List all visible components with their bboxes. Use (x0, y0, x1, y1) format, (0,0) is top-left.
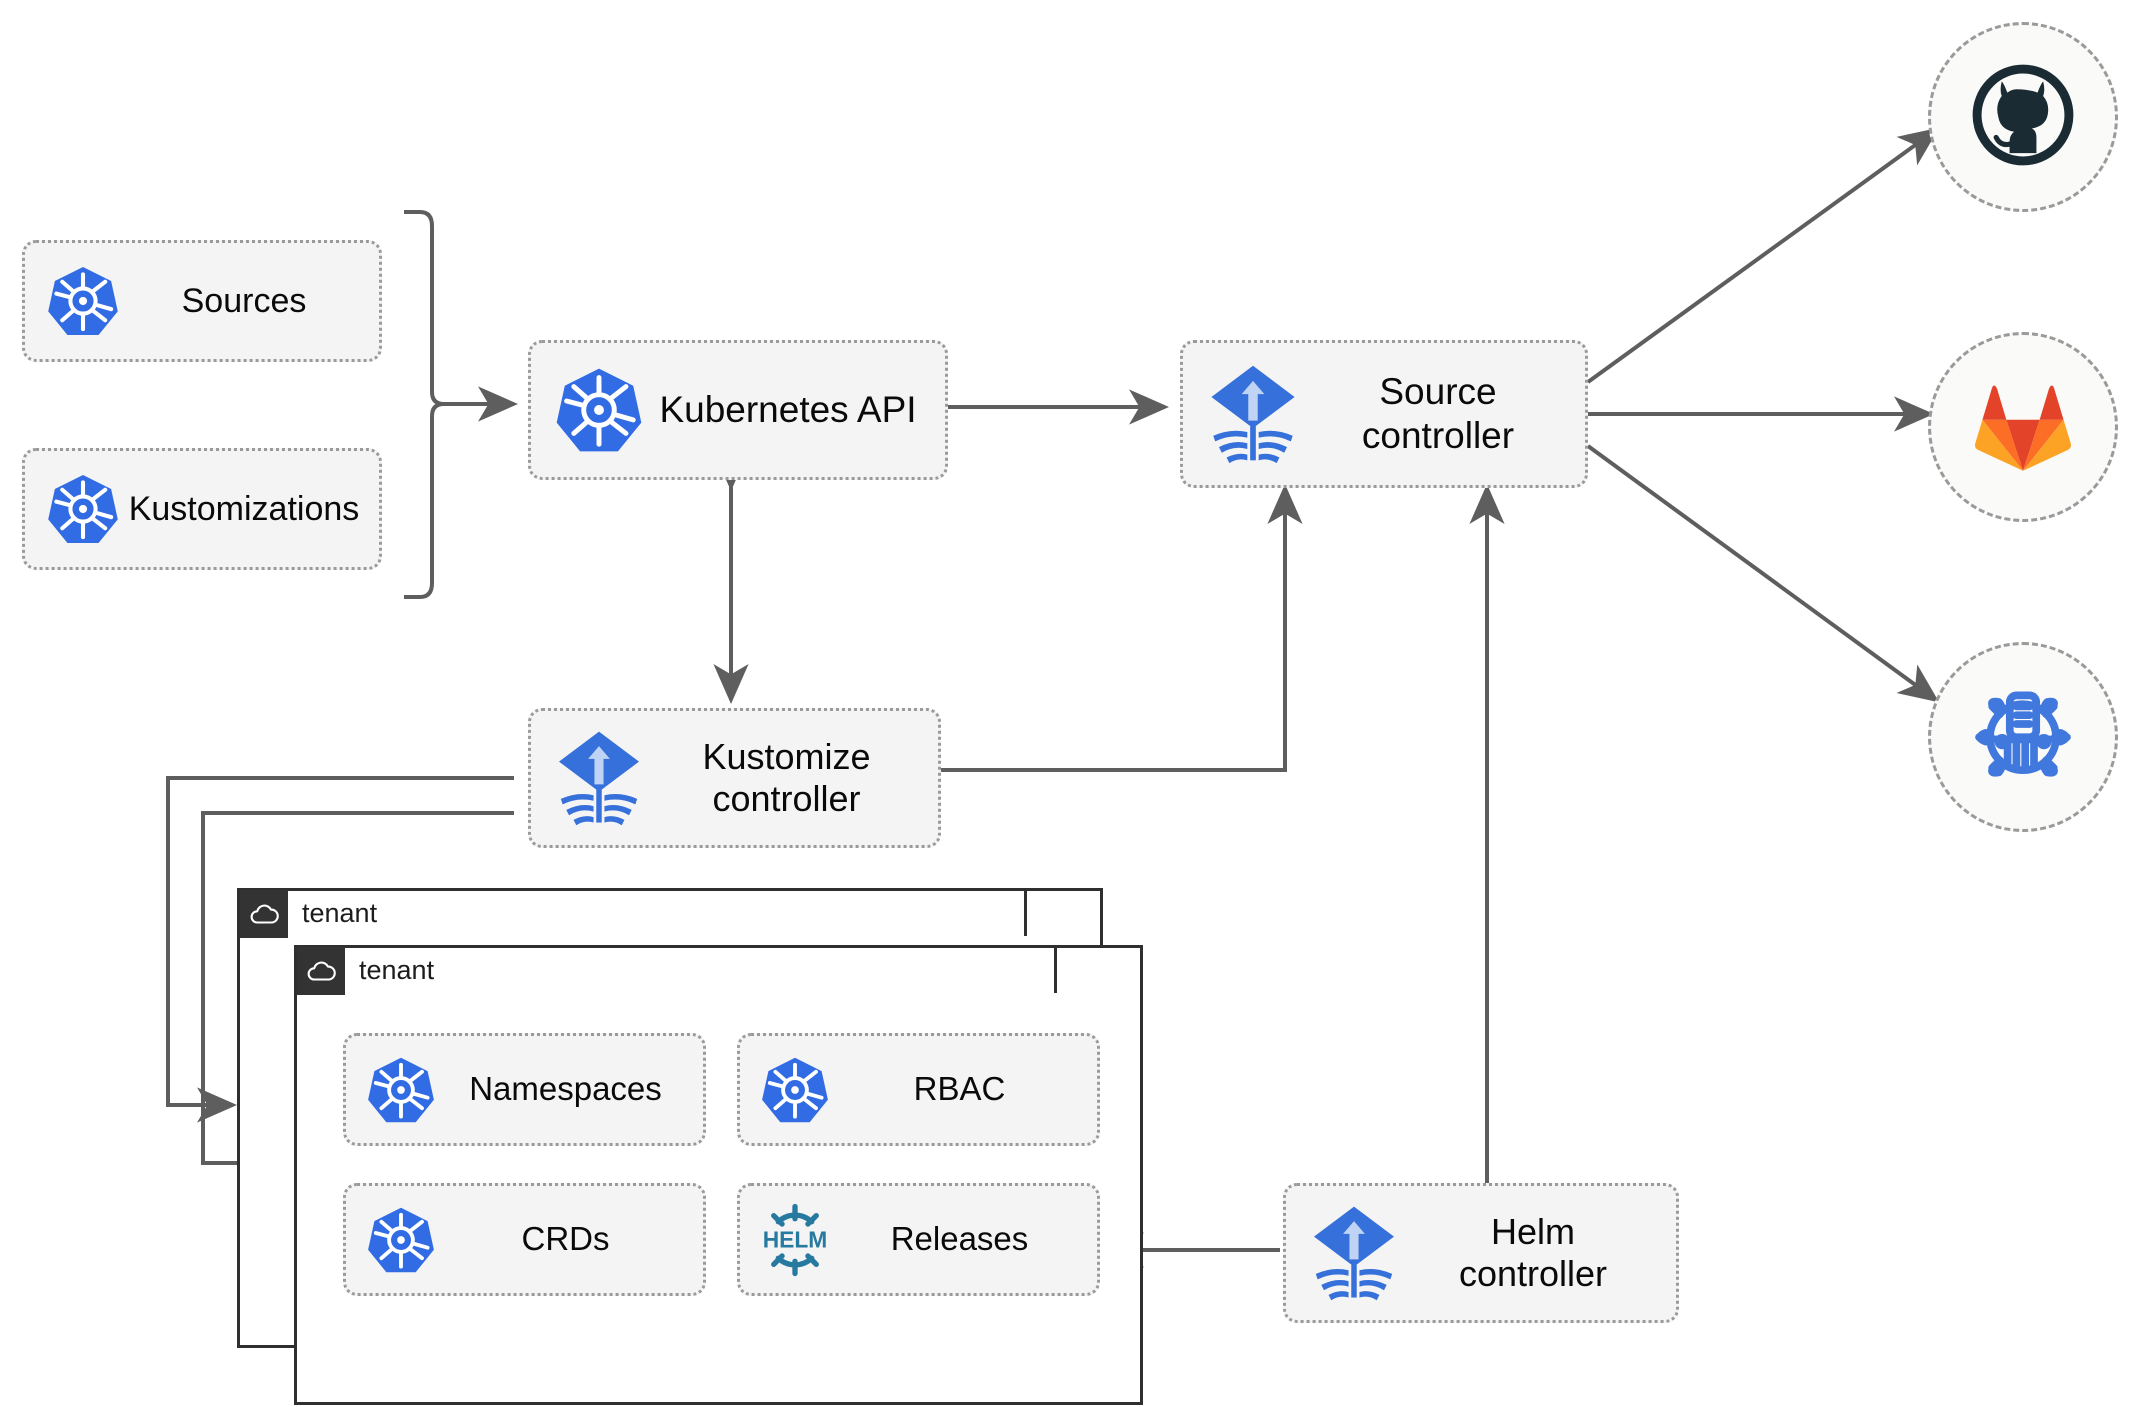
node-sources[interactable]: Sources (22, 240, 382, 362)
cloud-icon (240, 889, 288, 938)
provider-gitlab[interactable] (1928, 332, 2118, 522)
svg-text:HELM: HELM (763, 1226, 828, 1252)
helm-icon: HELM (754, 1202, 836, 1278)
node-releases[interactable]: HELM Releases (737, 1183, 1100, 1296)
provider-github[interactable] (1928, 22, 2118, 212)
flux-icon (547, 728, 651, 828)
tenant-frame-front (294, 945, 1143, 1405)
tenant-tab-back: tenant (237, 888, 1027, 938)
flux-icon (1199, 362, 1307, 466)
github-icon (1967, 59, 2079, 176)
node-crds[interactable]: CRDs (343, 1183, 706, 1296)
node-label: Kubernetes API (659, 389, 917, 431)
node-helm-controller[interactable]: Helm controller (1283, 1183, 1679, 1323)
kubernetes-icon (360, 1205, 442, 1275)
node-label: Kustomizations (128, 489, 360, 528)
node-label: Sources (181, 281, 307, 320)
node-label: Kustomize controller (702, 735, 871, 819)
gitlab-icon (1971, 375, 2075, 480)
kubernetes-icon (41, 264, 125, 338)
node-label: Releases (890, 1220, 1029, 1258)
tenant-tab-front: tenant (294, 945, 1057, 995)
node-label: Helm controller (1458, 1210, 1608, 1294)
provider-helm-registry[interactable] (1928, 642, 2118, 832)
helm-registry-icon (1968, 680, 2078, 795)
node-kustomizations[interactable]: Kustomizations (22, 448, 382, 570)
node-namespaces[interactable]: Namespaces (343, 1033, 706, 1146)
node-kustomize-controller[interactable]: Kustomize controller (528, 708, 941, 848)
kubernetes-icon (41, 472, 125, 546)
tenant-label-front: tenant (359, 955, 435, 985)
node-label: Namespaces (469, 1070, 662, 1108)
node-label: RBAC (913, 1070, 1006, 1108)
cloud-icon (297, 946, 345, 995)
node-label: Source controller (1361, 371, 1515, 456)
node-source-controller[interactable]: Source controller (1180, 340, 1588, 488)
tenant-label-back: tenant (302, 898, 378, 928)
kubernetes-icon (549, 365, 649, 455)
flux-icon (1302, 1203, 1406, 1303)
node-label: CRDs (521, 1220, 610, 1258)
node-kubernetes-api[interactable]: Kubernetes API (528, 340, 948, 480)
node-rbac[interactable]: RBAC (737, 1033, 1100, 1146)
kubernetes-icon (754, 1055, 836, 1125)
kubernetes-icon (360, 1055, 442, 1125)
